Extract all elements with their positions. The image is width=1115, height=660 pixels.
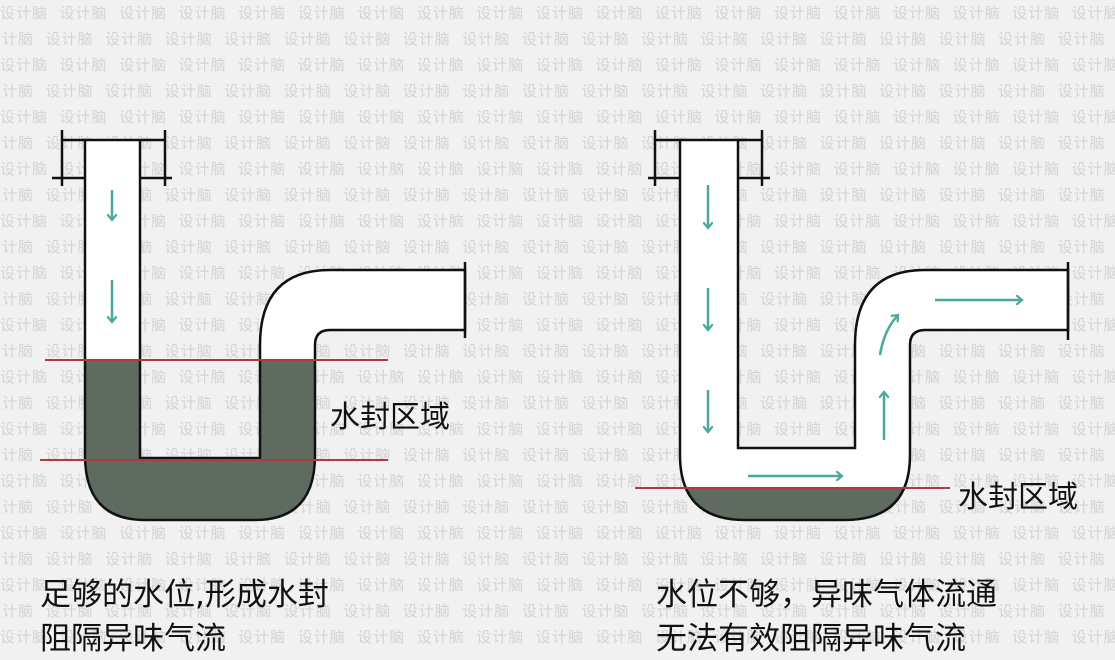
left-zone-label: 水封区域 (330, 400, 450, 435)
left-top-flange (52, 130, 172, 186)
left-trap (40, 130, 467, 522)
right-pipe-body (680, 140, 1068, 520)
right-top-flange (648, 130, 770, 186)
left-pipe-body (85, 140, 465, 520)
left-caption-line1: 足够的水位,形成水封 (40, 577, 329, 613)
right-arrow-curve (878, 315, 898, 356)
right-caption-line2: 无法有效阻隔异味气流 (656, 621, 966, 657)
left-pipe-outline (83, 140, 467, 522)
right-water-fill (680, 488, 950, 520)
left-caption-line2: 阻隔异味气流 (40, 621, 226, 657)
right-zone-label: 水封区域 (958, 480, 1078, 515)
right-pipe-outline (678, 140, 1070, 522)
right-caption-line1: 水位不够，异味气体流通 (656, 577, 997, 613)
right-trap (635, 130, 1070, 522)
